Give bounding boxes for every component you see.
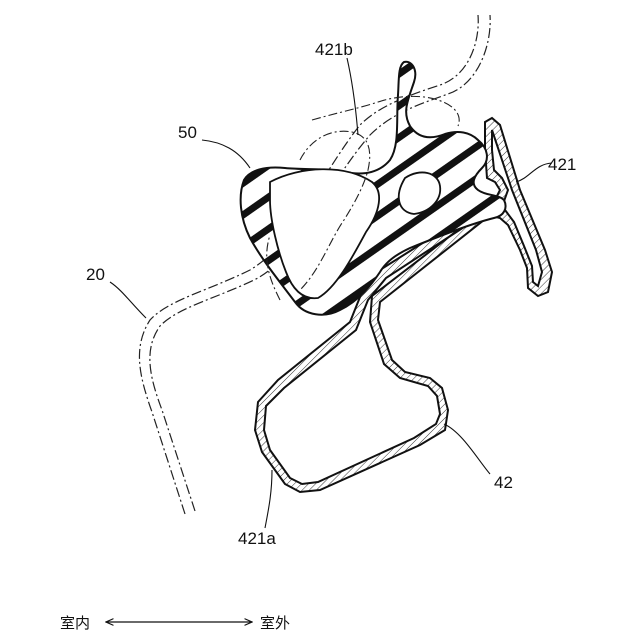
- part-50-seal: [241, 62, 506, 315]
- label-50: 50: [178, 123, 197, 142]
- direction-left-label: 室内: [60, 614, 90, 632]
- label-42: 42: [494, 473, 513, 492]
- leader-421a: [265, 470, 272, 528]
- leader-421b: [347, 58, 358, 135]
- leader-421: [516, 163, 552, 182]
- leader-42: [444, 424, 490, 474]
- leader-50: [202, 140, 250, 168]
- label-421a: 421a: [238, 529, 276, 548]
- direction-right-label: 室外: [260, 614, 290, 632]
- label-421: 421: [548, 155, 576, 174]
- leader-20: [110, 282, 146, 318]
- label-421b: 421b: [315, 40, 353, 59]
- label-20: 20: [86, 265, 105, 284]
